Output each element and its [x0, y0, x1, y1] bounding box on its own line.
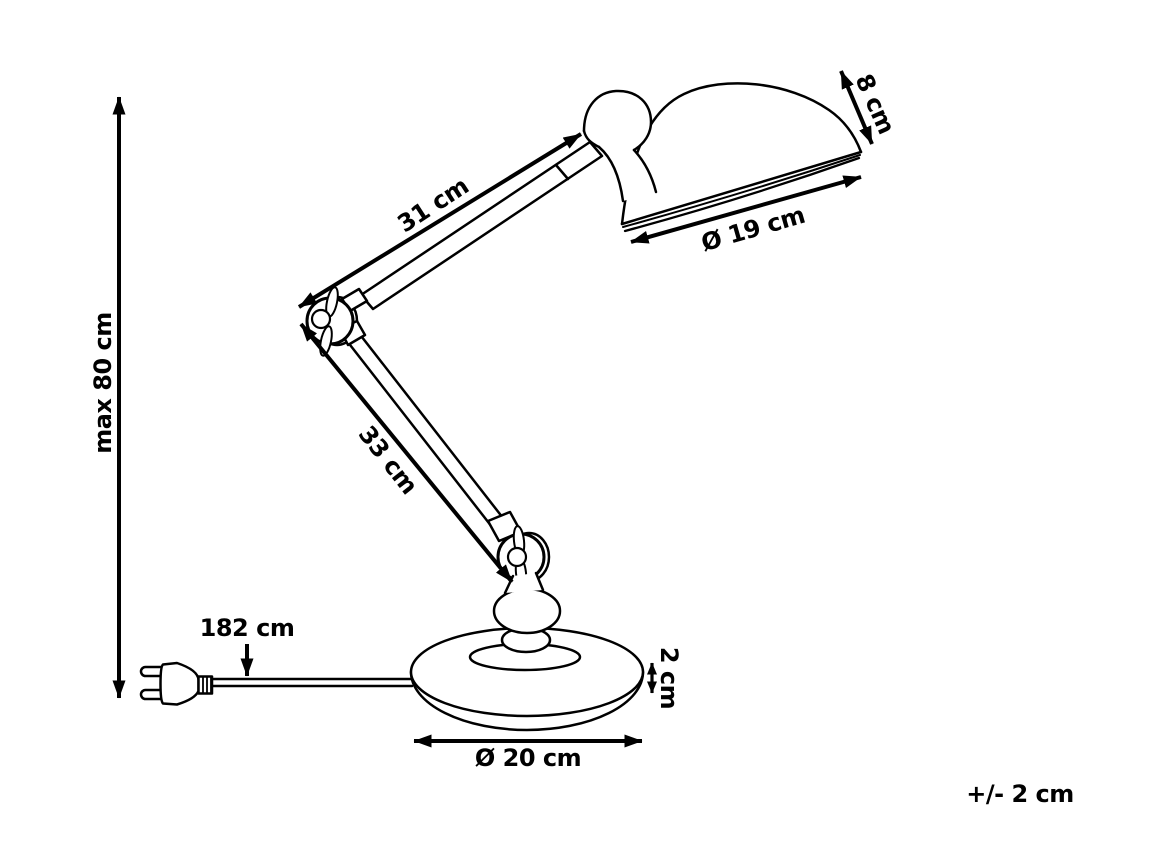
upper-arm — [359, 140, 604, 311]
shade-cap — [582, 89, 653, 152]
cable-length-label: 182 cm — [200, 614, 295, 642]
lamp-base — [409, 626, 645, 732]
shade-cap-skirt-front — [597, 145, 625, 203]
power-plug — [139, 661, 214, 706]
elbow-screw-hub — [310, 308, 332, 330]
power-cable — [210, 677, 416, 688]
lower-joint-screw-hub — [506, 546, 528, 568]
upper-arm-dimension-arrow — [297, 132, 583, 309]
lower-arm-dimension-arrow — [299, 322, 514, 584]
shade-diameter-dimension-arrow — [630, 175, 862, 244]
stem-upper-ball — [492, 587, 562, 635]
plug-body — [159, 661, 200, 706]
lamp-shade — [582, 82, 863, 233]
shade-height-dimension-arrow — [839, 70, 874, 145]
base-diameter-dimension-label: Ø 20 cm — [475, 744, 581, 772]
base-stem — [492, 587, 562, 654]
plug-strain-relief — [197, 675, 214, 695]
tolerance-note: +/- 2 cm — [966, 780, 1073, 808]
base-height-dimension-label: 2 cm — [655, 647, 683, 709]
max-height-dimension-label: max 80 cm — [89, 312, 117, 454]
shade-dome — [620, 82, 863, 226]
